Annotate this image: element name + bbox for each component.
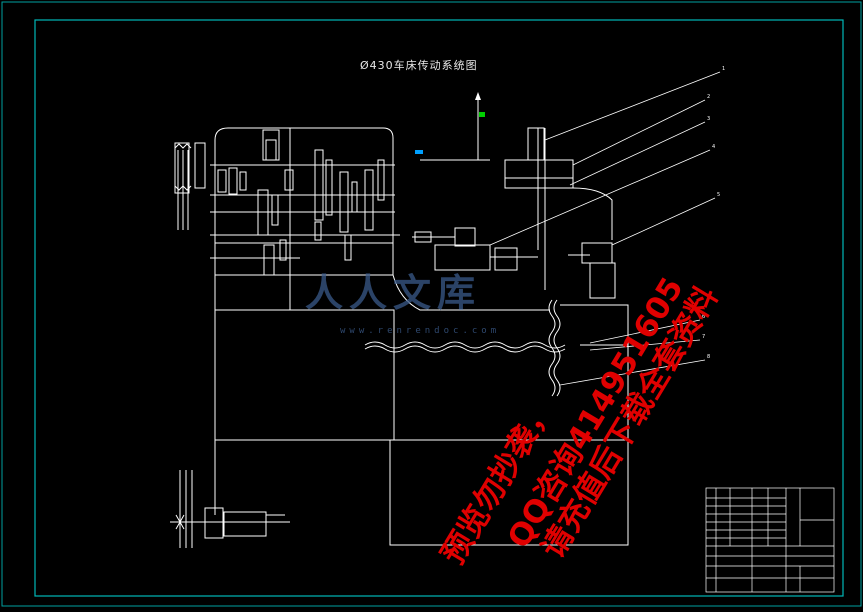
- drawing-title: Ø430车床传动系统图: [360, 59, 478, 72]
- headstock-casing: [214, 127, 629, 546]
- callout-number: 4: [712, 144, 716, 150]
- drive-pulleys: [174, 142, 206, 230]
- lead-screw-assembly: [170, 470, 290, 548]
- break-lines: [364, 299, 628, 397]
- callout-number: 7: [702, 334, 706, 340]
- gear-train: [210, 129, 400, 276]
- callout-number: 1: [722, 66, 726, 72]
- axis-marker: [415, 92, 490, 161]
- leader-lines: [489, 71, 721, 386]
- watermark-logo: 人人文库: [305, 270, 482, 315]
- callout-number: 5: [717, 192, 721, 198]
- callout-number: 8: [707, 354, 711, 360]
- title-block: [705, 487, 835, 593]
- callout-number: 2: [707, 94, 711, 100]
- tool-carriage: [412, 127, 616, 299]
- inner-frame: [34, 19, 844, 597]
- callout-number: 6: [702, 314, 706, 320]
- callout-number: 3: [707, 116, 711, 122]
- watermark-site: www.renrendoc.com: [340, 326, 501, 336]
